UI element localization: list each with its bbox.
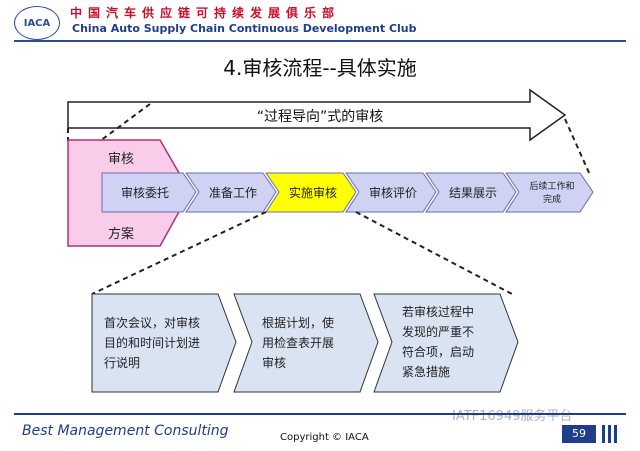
step-label: 实施审核 xyxy=(289,185,337,200)
detail-text-line: 紧急措施 xyxy=(402,364,450,379)
step-preparation xyxy=(185,172,277,213)
step-audit-commission xyxy=(101,172,197,213)
footer-bar-decoration xyxy=(608,425,611,443)
detail-text-line: 首次会议，对审核 xyxy=(104,315,200,330)
step-label: 后续工作和 xyxy=(529,180,574,192)
arrow-label: “过程导向”式的审核 xyxy=(257,109,384,125)
step-follow-up xyxy=(505,172,594,213)
detail-text-line: 根据计划，使 xyxy=(262,315,334,330)
step-result-display xyxy=(425,172,517,213)
detail-zoom-line-right xyxy=(355,211,513,295)
watermark-text: IATF16949服务平台 xyxy=(452,409,573,424)
step-label: 结果展示 xyxy=(449,186,497,200)
step-label: 审核评价 xyxy=(369,185,417,200)
club-name-cn: 中国汽车供应链可持续发展俱乐部 xyxy=(70,6,341,20)
footer-divider xyxy=(14,413,626,415)
detail-text-line: 行说明 xyxy=(104,355,140,370)
detail-box-opening-meeting xyxy=(91,293,237,393)
detail-text-line: 目的和时间计划进 xyxy=(104,335,200,350)
detail-text-line: 审核 xyxy=(262,355,286,370)
footer-copyright: Copyright © IACA xyxy=(280,432,369,443)
audit-plan-bottom-label: 方案 xyxy=(108,226,134,242)
header-divider xyxy=(14,40,626,42)
detail-box-checklist-audit xyxy=(233,293,379,393)
footer-brand: Best Management Consulting xyxy=(22,423,229,439)
zoom-line-top xyxy=(99,103,151,142)
process-direction-arrow xyxy=(67,88,567,142)
step-audit-evaluation xyxy=(345,172,437,213)
page-number: 59 xyxy=(562,425,596,443)
slide-title: 4.审核流程--具体实施 xyxy=(223,56,417,80)
audit-plan-top-label: 审核 xyxy=(108,152,134,167)
step-label: 审核委托 xyxy=(121,185,169,200)
detail-text-line: 发现的严重不 xyxy=(402,324,474,339)
detail-text-line: 用检查表开展 xyxy=(262,335,334,350)
iaca-logo: IACA xyxy=(14,6,60,40)
footer-bar-decoration xyxy=(602,425,605,443)
step-label: 准备工作 xyxy=(209,186,257,200)
footer-bar-decoration xyxy=(614,425,617,443)
detail-text-line: 若审核过程中 xyxy=(402,304,474,319)
step-label: 完成 xyxy=(543,193,561,205)
club-name-en: China Auto Supply Chain Continuous Devel… xyxy=(72,22,417,35)
detail-text-line: 符合项，启动 xyxy=(402,344,474,359)
zoom-line-right xyxy=(564,118,591,176)
step-conduct-audit xyxy=(265,172,357,213)
detail-box-emergency-measures xyxy=(373,293,519,393)
